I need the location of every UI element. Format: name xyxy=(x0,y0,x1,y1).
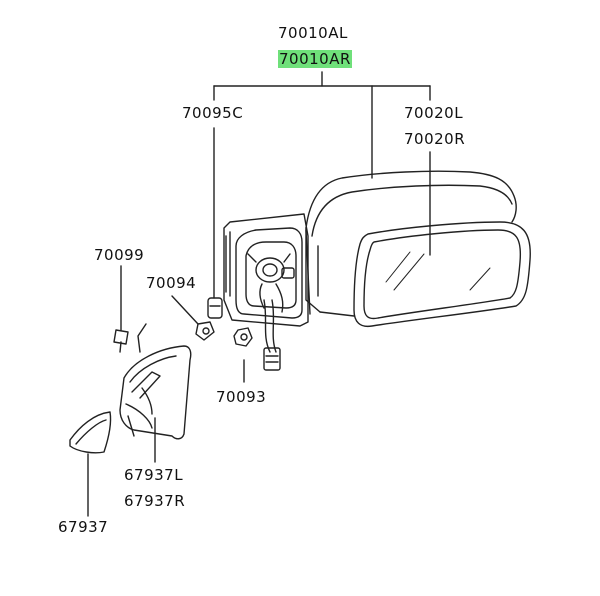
motor-and-wiring xyxy=(247,253,295,371)
mirror-glass xyxy=(353,221,531,328)
mirror-housing xyxy=(305,170,517,317)
nut-part xyxy=(233,327,253,347)
mirror-base xyxy=(223,213,311,327)
leader-lines xyxy=(87,71,431,517)
corner-trim xyxy=(69,411,112,454)
label-cover-left: 67937L xyxy=(124,466,184,484)
grommet-part xyxy=(195,321,215,341)
label-corner-cover: 67937 xyxy=(58,518,109,536)
label-mirror-assy-left: 70010AL xyxy=(278,24,348,42)
label-screw: 70099 xyxy=(94,246,145,264)
label-mirror-glass-left: 70020L xyxy=(404,104,464,122)
screw-part xyxy=(113,329,129,353)
clip-part xyxy=(207,297,223,319)
label-mirror-assy-right: 70010AR xyxy=(278,50,352,68)
label-clip: 70095C xyxy=(182,104,244,122)
inner-cover xyxy=(119,323,192,440)
highlighted-part-label: 70010AR xyxy=(278,50,352,68)
label-mirror-glass-right: 70020R xyxy=(404,130,466,148)
label-cover-right: 67937R xyxy=(124,492,186,510)
label-grommet: 70094 xyxy=(146,274,197,292)
label-nut: 70093 xyxy=(216,388,267,406)
